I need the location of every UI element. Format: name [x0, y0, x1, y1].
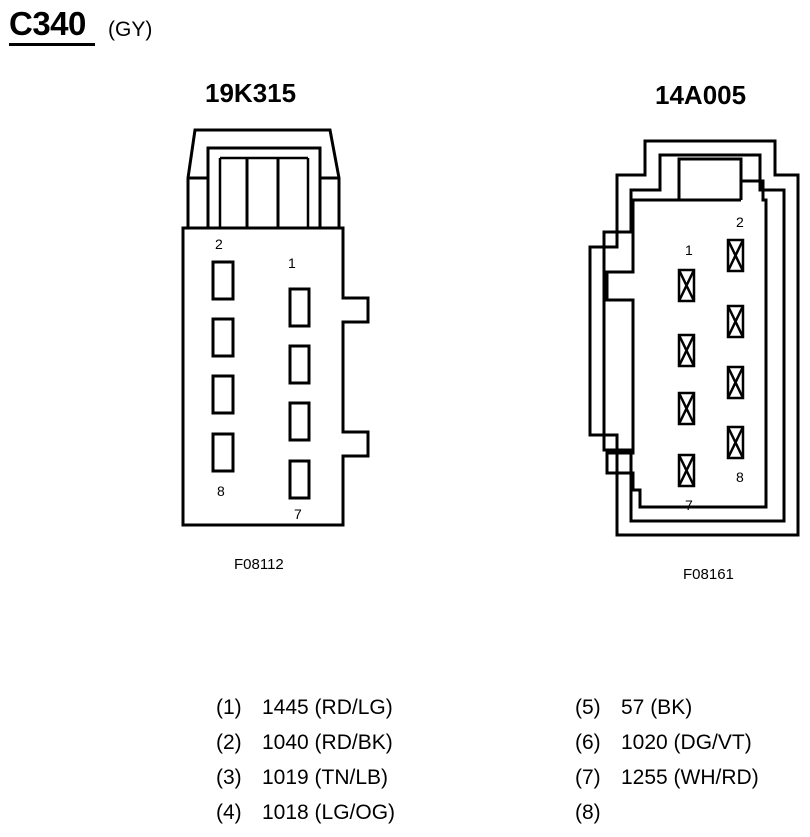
title-underline — [9, 43, 95, 46]
left-connector-cavity — [211, 260, 235, 301]
left-connector-cavity — [211, 374, 235, 415]
pinout-pin: (6) — [575, 731, 601, 754]
pinout-pin: (3) — [216, 766, 242, 789]
right-connector-housing — [605, 157, 768, 509]
right-pin-label-8: 8 — [736, 469, 744, 485]
right-connector-terminal — [677, 333, 696, 368]
right-connector-inner-shell — [602, 153, 786, 523]
pinout-row: (7) 1255 (WH/RD) — [575, 765, 759, 791]
left-pin-label-8: 8 — [217, 483, 225, 499]
left-figure-id: F08112 — [234, 556, 284, 573]
right-connector-terminals — [677, 238, 745, 488]
pinout-circuit: 1020 (DG/VT) — [621, 731, 752, 754]
right-connector-outer-shell — [588, 139, 800, 537]
pinout-circuit: 1019 (TN/LB) — [262, 766, 389, 789]
left-connector-cavity — [211, 317, 235, 358]
pinout-circuit: 1018 (LG/OG) — [262, 801, 396, 824]
pinout-row: (8) — [575, 800, 621, 826]
connector-diagram: 2 1 8 7 1 2 7 8 — [181, 128, 800, 537]
right-figure-id: F08161 — [683, 566, 734, 583]
connector-color-code: (GY) — [108, 18, 153, 41]
pinout-pin: (5) — [575, 696, 601, 719]
right-pin-label-1: 1 — [685, 242, 693, 258]
pinout-row: (2) 1040 (RD/BK) — [216, 730, 393, 756]
right-connector-terminal — [726, 238, 745, 273]
pinout-circuit: 1040 (RD/BK) — [262, 731, 393, 754]
right-connector-face — [588, 139, 800, 537]
left-connector-cavity — [288, 459, 311, 500]
left-connector-face — [181, 128, 370, 527]
pinout-circuit: 1255 (WH/RD) — [621, 766, 759, 789]
left-connector-body — [181, 226, 370, 527]
right-connector-part-number: 14A005 — [655, 80, 747, 110]
pinout-pin: (7) — [575, 766, 601, 789]
right-pin-label-2: 2 — [736, 214, 744, 230]
left-connector-latch — [186, 128, 341, 228]
connector-id: C340 — [9, 5, 86, 42]
left-connector-cavity — [288, 287, 311, 328]
left-connector-cavity — [288, 401, 311, 442]
left-pin-label-2: 2 — [215, 236, 223, 252]
right-connector-terminal — [677, 268, 696, 303]
pinout-row: (6) 1020 (DG/VT) — [575, 730, 752, 756]
right-pin-label-7: 7 — [685, 497, 693, 513]
left-pin-label-7: 7 — [294, 506, 302, 522]
pinout-pin: (2) — [216, 731, 242, 754]
right-connector-terminal — [726, 425, 745, 460]
left-connector-cavity — [288, 344, 311, 385]
left-connector-cavity — [211, 432, 235, 473]
pinout-circuit: 1445 (RD/LG) — [262, 696, 393, 719]
right-connector-terminal — [726, 365, 745, 400]
pinout-pin: (4) — [216, 801, 242, 824]
left-connector-part-number: 19K315 — [205, 78, 297, 108]
right-connector-terminal — [677, 391, 696, 426]
pinout-row: (1) 1445 (RD/LG) — [216, 695, 393, 721]
pinout-pin: (8) — [575, 801, 601, 824]
right-connector-terminal — [677, 453, 696, 488]
left-pin-label-1: 1 — [288, 255, 296, 271]
pinout-row: (3) 1019 (TN/LB) — [216, 765, 388, 791]
pinout-row: (4) 1018 (LG/OG) — [216, 800, 395, 826]
right-connector-terminal — [726, 304, 745, 339]
pinout-pin: (1) — [216, 696, 242, 719]
pinout-circuit: 57 (BK) — [621, 696, 693, 719]
pinout-row: (5) 57 (BK) — [575, 695, 692, 721]
